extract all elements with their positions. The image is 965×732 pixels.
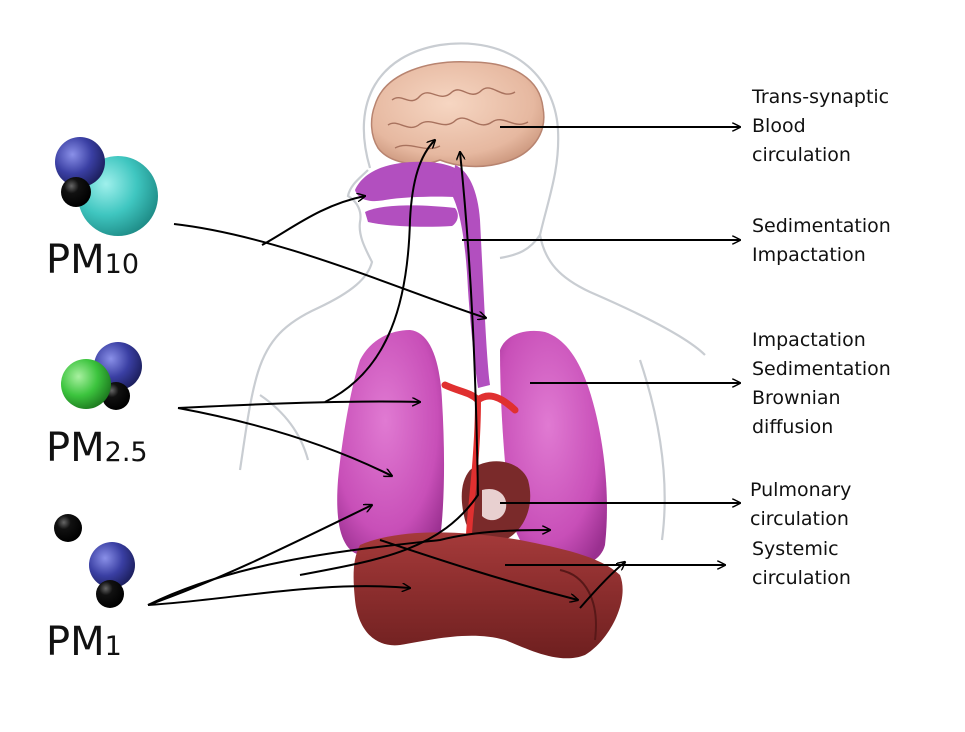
upper-airway — [355, 161, 490, 388]
pm25-subscript: 2.5 — [104, 437, 148, 468]
pm1-subscript: 1 — [104, 631, 122, 662]
mechanism-pulmonary: Pulmonary circulation — [750, 476, 851, 534]
mechanism-lungs: Impactation Sedimentation Brownian diffu… — [752, 326, 891, 442]
mechanism-line: Impactation — [752, 329, 866, 351]
pathway-arrows — [147, 140, 578, 606]
pm25-prefix: PM — [46, 425, 105, 471]
body-outline — [238, 42, 706, 541]
heart — [461, 461, 531, 544]
pm10-particle — [55, 137, 158, 236]
mechanism-line: Systemic — [752, 538, 839, 560]
mechanism-arrows — [462, 127, 740, 609]
pm1-label: PM1 — [46, 622, 122, 662]
mechanism-line: Pulmonary — [750, 479, 852, 501]
mechanism-brain: Trans-synaptic Blood circulation — [752, 83, 889, 170]
pm10-prefix: PM — [46, 237, 105, 283]
mechanism-upper-airway: Sedimentation Impactation — [752, 212, 891, 270]
mechanism-line: circulation — [752, 144, 851, 166]
mechanism-line: Brownian — [752, 387, 841, 409]
mechanism-line: Impactation — [752, 244, 866, 266]
pm25-label: PM2.5 — [46, 428, 148, 468]
mechanism-line: diffusion — [752, 416, 834, 438]
pm25-particle — [61, 342, 142, 410]
pm10-label: PM10 — [46, 240, 139, 280]
brain — [370, 61, 545, 168]
mechanism-line: Blood — [752, 115, 806, 137]
pm1-prefix: PM — [46, 619, 105, 665]
mechanism-line: Sedimentation — [752, 358, 891, 380]
liver — [353, 532, 623, 659]
mechanism-line: circulation — [750, 508, 849, 530]
mechanism-line: Sedimentation — [752, 215, 891, 237]
pm1-particle — [54, 514, 135, 608]
left-lung — [337, 330, 445, 557]
pm10-subscript: 10 — [104, 249, 139, 280]
mechanism-systemic: Systemic circulation — [752, 535, 851, 593]
mechanism-line: Trans-synaptic — [752, 86, 890, 108]
mechanism-line: circulation — [752, 567, 851, 589]
